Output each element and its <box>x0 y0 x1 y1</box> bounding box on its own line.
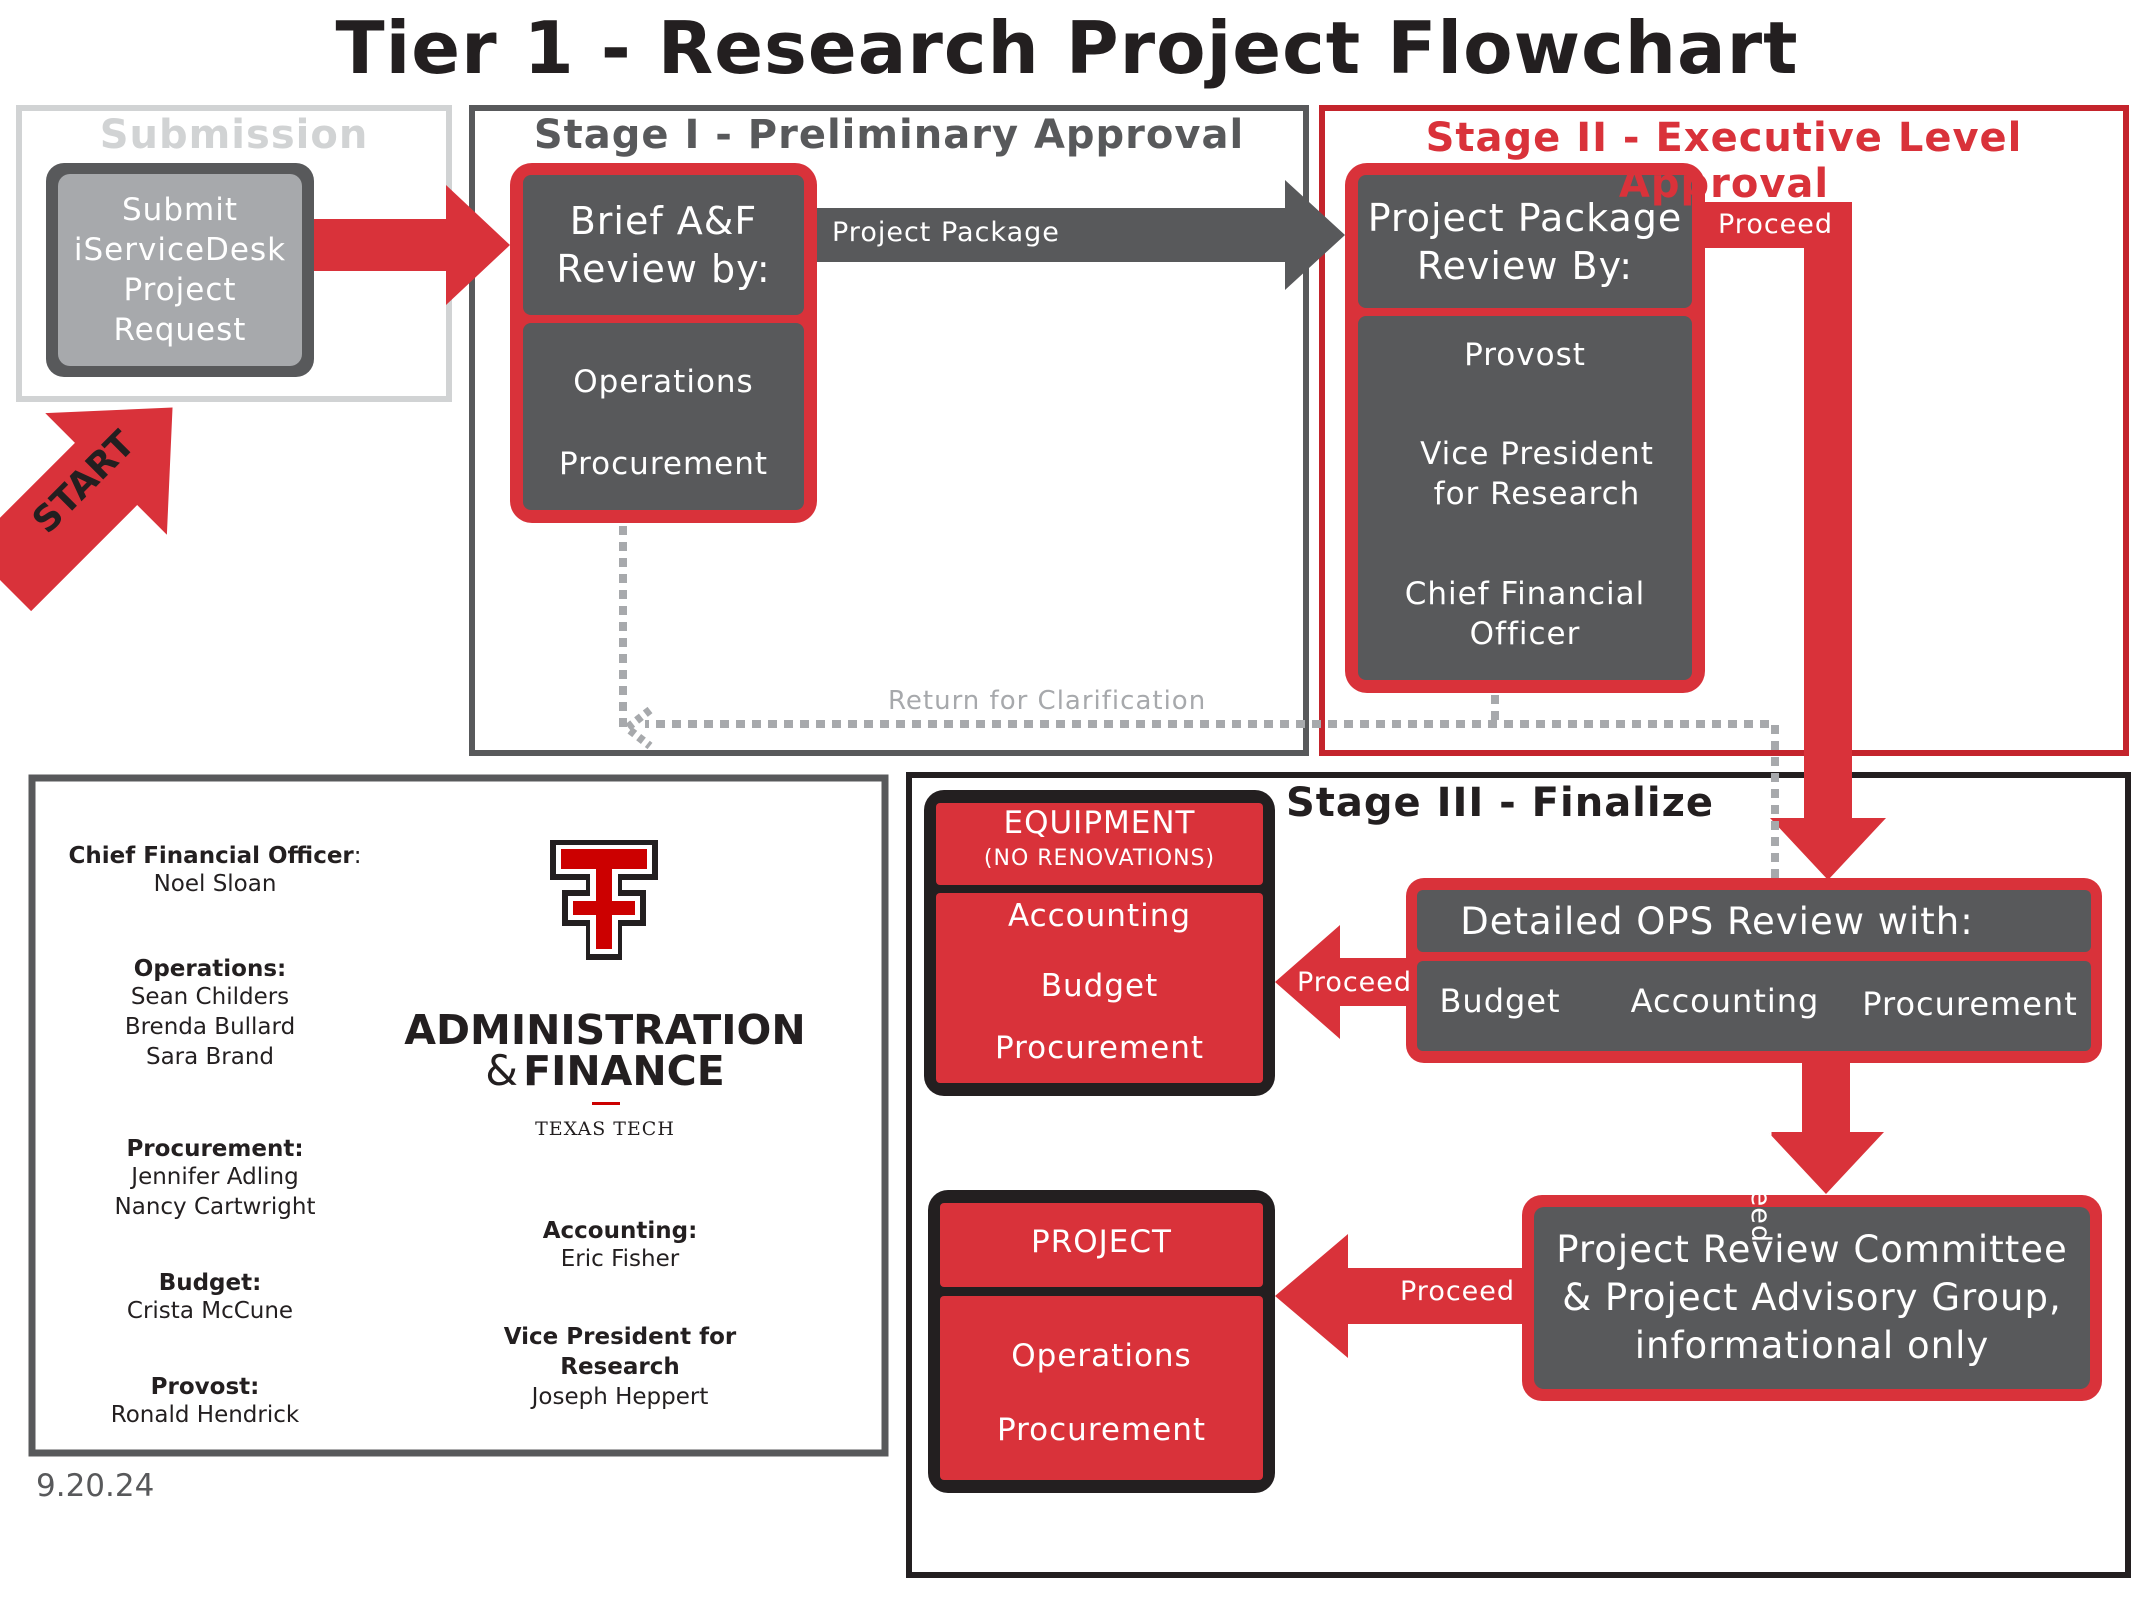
contact-cfo-names: Noel Sloan <box>153 871 277 897</box>
date-stamp: 9.20.24 <box>36 1468 155 1504</box>
contact-procurement-role: Procurement: <box>126 1136 304 1162</box>
ops-header-text: Detailed OPS Review with: <box>1460 899 1974 943</box>
proceed-down-label: Proceed <box>1745 1128 1776 1244</box>
stage1-header-text: Brief A&F Review by: <box>556 199 771 291</box>
submission-label: Submission <box>99 112 369 158</box>
contact-accounting-names: Eric Fisher <box>560 1246 680 1272</box>
contact-budget-role: Budget: <box>158 1270 262 1296</box>
equipment-title: EQUIPMENT <box>1003 805 1196 841</box>
stage1-item-procurement: Procurement <box>558 446 769 482</box>
contact-accounting: Accounting: Eric Fisher <box>480 1218 760 1274</box>
stage2-label: Stage II - Executive Level Approval <box>1425 115 2023 207</box>
return-clarification-arrowhead <box>620 706 653 750</box>
contact-provost-role: Provost: <box>150 1374 260 1400</box>
logo-finance: FINANCE <box>523 1047 725 1095</box>
contact-provost-names: Ronald Hendrick <box>110 1402 300 1428</box>
contact-budget-names: Crista McCune <box>126 1298 294 1324</box>
stage1-item-operations: Operations <box>573 364 754 400</box>
stage2-header-text: Project Package Review By: <box>1367 195 1683 288</box>
contact-operations-role: Operations: <box>133 956 287 982</box>
contact-operations-names: Sean Childers Brenda Bullard Sara Brand <box>124 984 296 1070</box>
contact-cfo-colon: : <box>353 843 362 869</box>
contact-cfo-role: Chief Financial Officer <box>68 843 354 869</box>
project-package-label: Project Package <box>832 217 1060 248</box>
project-box-body <box>940 1296 1263 1480</box>
contact-vpr: Vice President for Research Joseph Heppe… <box>480 1322 760 1412</box>
contact-operations: Operations: Sean Childers Brenda Bullard… <box>40 956 380 1072</box>
submission-box-text: Submit iServiceDesk Project Request <box>73 192 287 348</box>
project-item-operations: Operations <box>1011 1338 1192 1374</box>
contact-cfo: Chief Financial Officer: Noel Sloan <box>40 843 390 899</box>
arrow-stage2-proceed <box>1705 202 1886 880</box>
stage2-item-provost: Provost <box>1464 337 1586 373</box>
proceed-left-label: Proceed <box>1297 967 1413 998</box>
contact-provost: Provost: Ronald Hendrick <box>40 1374 370 1430</box>
arrow-submit-to-stage1 <box>314 185 510 305</box>
project-title: PROJECT <box>1031 1224 1172 1260</box>
equipment-item-budget: Budget <box>1040 968 1159 1004</box>
contact-vpr-names: Joseph Heppert <box>531 1384 709 1410</box>
ops-item-budget: Budget <box>1439 982 1561 1020</box>
contact-budget: Budget: Crista McCune <box>40 1270 380 1326</box>
logo-red-rule <box>592 1102 620 1105</box>
logo-ampersand: & <box>485 1046 518 1095</box>
stage3-label: Stage III - Finalize <box>1285 780 1715 826</box>
logo-line2: & FINANCE <box>380 1046 830 1095</box>
page-title: Tier 1 - Research Project Flowchart <box>335 6 1799 90</box>
start-label: START <box>24 423 144 542</box>
stage2-item-vpr: Vice President for Research <box>1420 436 1654 512</box>
project-item-procurement: Procurement <box>996 1412 1207 1448</box>
contact-accounting-role: Accounting: <box>542 1218 698 1244</box>
equipment-subtitle: (NO RENOVATIONS) <box>983 845 1216 871</box>
stage2-proceed-label: Proceed <box>1718 209 1834 240</box>
proceed-bottom-label: Proceed <box>1400 1276 1516 1307</box>
equipment-item-procurement: Procurement <box>994 1030 1205 1066</box>
committee-text: Project Review Committee & Project Advis… <box>1556 1228 2068 1367</box>
contact-procurement-names: Jennifer Adling Nancy Cartwright <box>114 1164 316 1220</box>
ops-item-accounting: Accounting <box>1630 982 1820 1020</box>
stage1-label: Stage I - Preliminary Approval <box>533 112 1245 158</box>
stage2-item-cfo: Chief Financial Officer <box>1404 576 1646 652</box>
contact-vpr-role: Vice President for Research <box>503 1324 737 1380</box>
equipment-item-accounting: Accounting <box>1007 898 1192 934</box>
start-arrow <box>0 407 173 612</box>
logo-line3: TEXAS TECH <box>535 1118 675 1140</box>
ops-item-procurement: Procurement <box>1862 985 2078 1023</box>
logo-line1: ADMINISTRATION <box>404 1006 806 1054</box>
double-t-logo-icon <box>550 840 658 960</box>
arrow-ops-to-committee <box>1768 1063 1884 1194</box>
contact-procurement: Procurement: Jennifer Adling Nancy Cartw… <box>40 1136 390 1222</box>
return-clarification-label: Return for Clarification <box>888 686 1207 716</box>
